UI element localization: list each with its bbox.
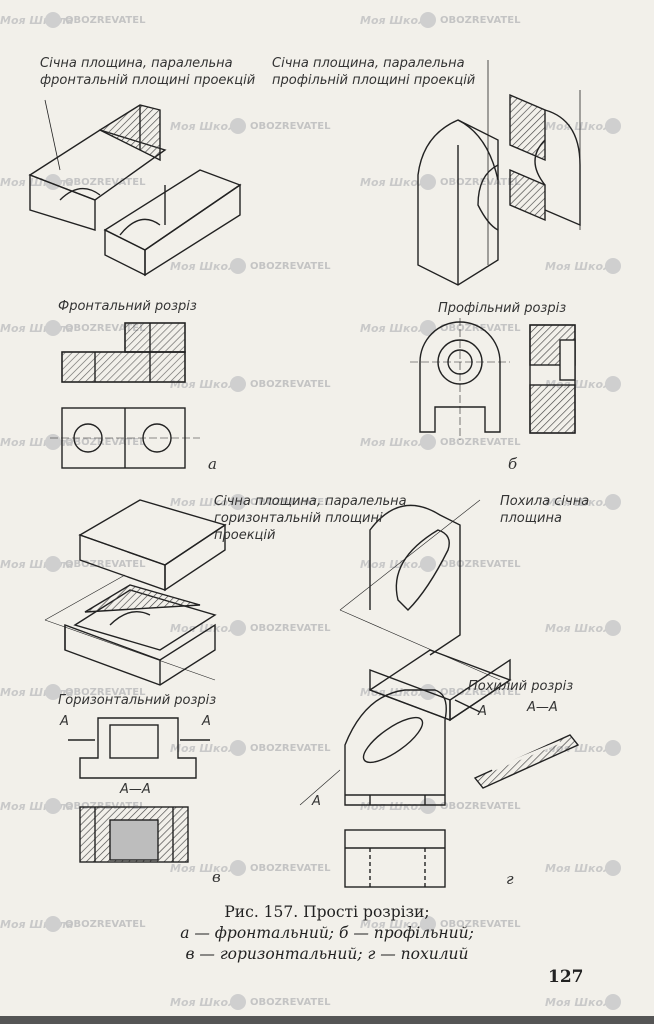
inclined-section-isometric [339,499,512,722]
caption-line-3: в — горизонтальний; г — похилий [185,945,469,963]
section-AA-label-v: A—A [120,782,151,797]
frontal-section-title: Фронтальний розріз [58,299,197,314]
letter-v: в [212,868,221,886]
horizontal-section-isometric [44,499,227,686]
horizontal-section-views [68,717,210,863]
inclined-section-views [299,689,580,888]
caption-line-1: Рис. 157. Прості розрізи; [224,903,430,921]
inclined-section-title: Похилий розріз [468,679,574,694]
frontal-plane-label: Січна площина, паралельна фронтальній пл… [40,56,256,88]
page-number: 127 [548,967,584,987]
profile-section-isometric [417,60,581,286]
section-AA-label: A—A [527,700,558,715]
cut-mark-g-top: A [478,704,487,719]
letter-b: б [508,455,518,473]
profile-section-title: Профільний розріз [438,301,567,316]
frontal-section-views [50,322,200,469]
profile-section-views [410,318,576,440]
inclined-plane-label: Похила січна площина [500,494,590,526]
cut-mark-g-bottom: A [312,794,321,809]
letter-g: г [506,870,514,888]
figure-caption: Рис. 157. Прості розрізи; а — фронтальни… [0,902,654,965]
page-bottom-edge [0,1016,654,1024]
frontal-section-isometric [28,99,242,277]
cut-mark-left: A [60,714,69,729]
horizontal-section-title: Горизонтальний розріз [58,693,217,708]
cut-mark-right: A [202,714,211,729]
horizontal-plane-label: Січна площина, паралельна горизонтальній… [214,494,407,543]
profile-plane-label: Січна площина, паралельна профільній пло… [272,56,476,88]
caption-line-2: а — фронтальний; б — профільний; [180,924,474,942]
letter-a: а [208,455,217,473]
